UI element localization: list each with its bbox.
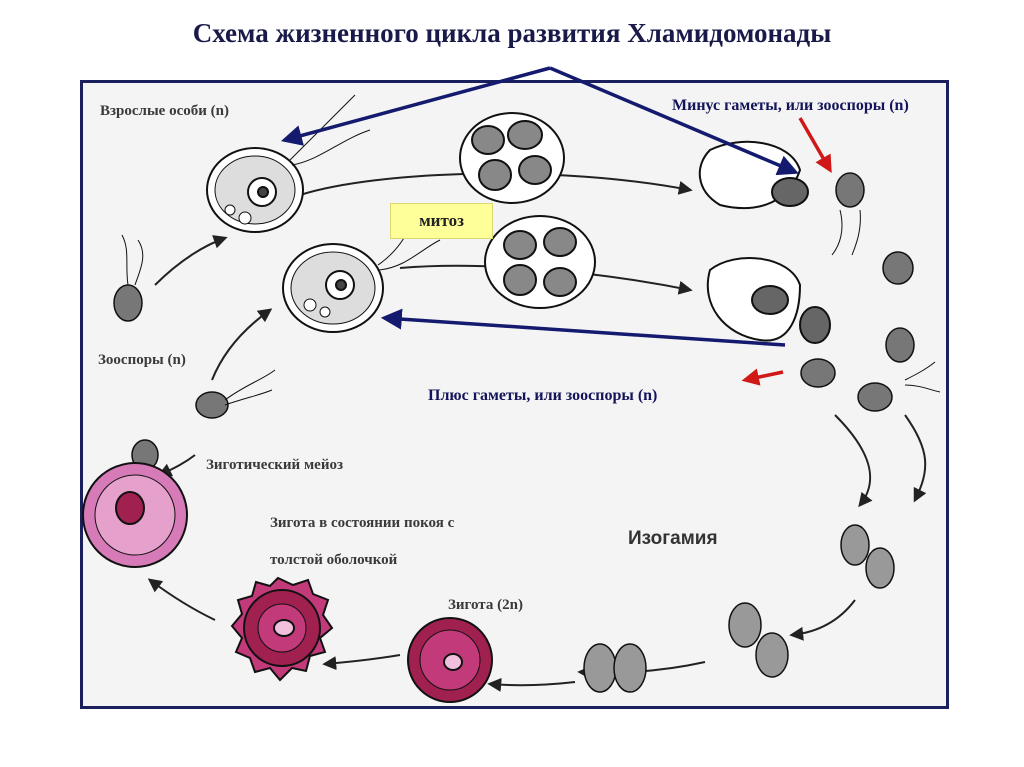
red-pointer-arrows	[741, 117, 832, 386]
pointer-arrows	[280, 66, 799, 347]
zoospores	[113, 172, 915, 471]
diagram-title: Схема жизненного цикла развития Хламидом…	[192, 18, 832, 48]
isogamy-pairs	[583, 524, 895, 693]
mitosis-cell-lower	[484, 215, 596, 309]
gamete-release-lower	[706, 257, 831, 344]
adult-cell-upper	[206, 94, 371, 233]
label-mitosis: митоз	[390, 203, 493, 239]
label-minus-gametes: Минус гаметы, или зооспоры (n)	[672, 97, 909, 114]
adult-cell-lower	[282, 204, 441, 333]
label-resting-zygote-line1: Зигота в состоянии покоя с	[270, 515, 455, 531]
label-zygote: Зигота (2n)	[448, 597, 523, 613]
gamete-release-upper	[698, 140, 809, 210]
meiosis-zygote	[82, 462, 188, 568]
label-zoospores: Зооспоры (n)	[98, 352, 186, 368]
mitosis-cell-upper	[459, 112, 565, 204]
zygote-2n	[407, 617, 493, 703]
label-plus-gametes: Плюс гаметы, или зооспоры (n)	[428, 387, 658, 404]
label-zygotic-meiosis: Зиготический мейоз	[206, 457, 343, 473]
label-adults: Взрослые особи (n)	[100, 103, 229, 119]
label-isogamy: Изогамия	[628, 528, 718, 549]
resting-zygote	[230, 576, 334, 682]
flagella	[121, 209, 941, 406]
label-resting-zygote-line2: толстой оболочкой	[270, 552, 398, 568]
